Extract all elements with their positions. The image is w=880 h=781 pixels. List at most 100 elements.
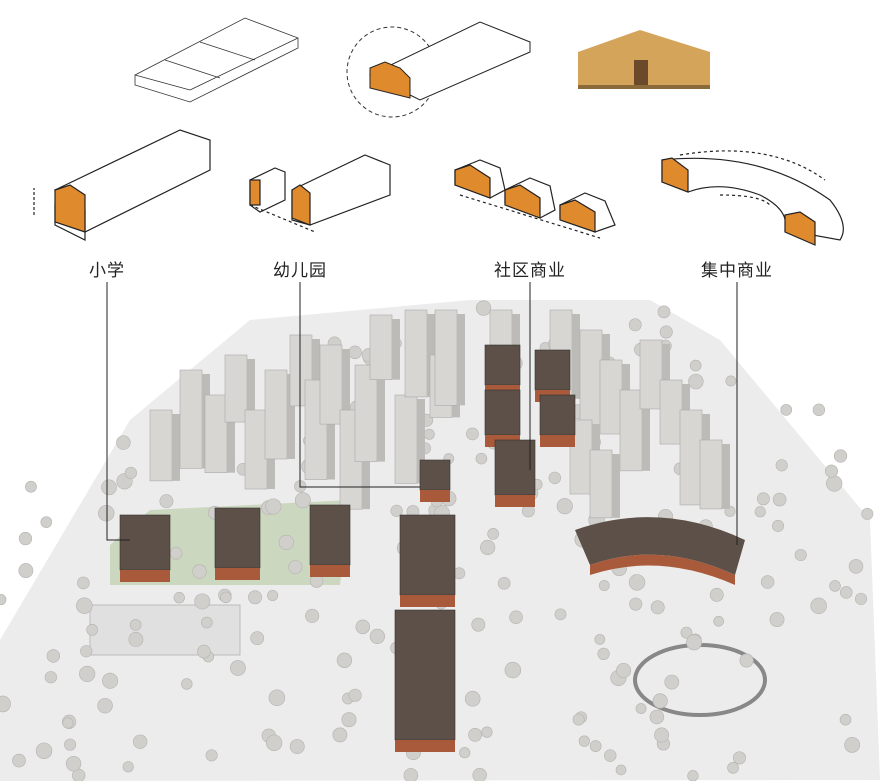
- tree: [97, 697, 113, 714]
- tree: [248, 590, 262, 605]
- residential-tower: [589, 449, 613, 519]
- tree: [0, 593, 7, 606]
- tree: [348, 688, 362, 702]
- tree: [597, 647, 610, 660]
- label-central-commerce: 集中商业: [701, 261, 773, 281]
- tree: [122, 761, 134, 773]
- residential-tower: [394, 394, 418, 484]
- residential-tower: [204, 394, 228, 473]
- shed-roof: [394, 609, 456, 741]
- tower-side: [247, 359, 255, 423]
- tree: [102, 672, 119, 689]
- tree: [341, 712, 357, 728]
- shed-roof: [494, 439, 536, 496]
- tree: [839, 586, 853, 599]
- tree: [604, 749, 617, 762]
- tower-side: [417, 399, 425, 484]
- tree: [40, 516, 53, 528]
- tree: [487, 528, 499, 540]
- residential-tower: [599, 359, 623, 435]
- tower-side: [612, 454, 620, 518]
- shed-roof: [534, 349, 571, 391]
- residential-tower: [244, 409, 268, 490]
- tree: [355, 619, 371, 635]
- tree: [652, 693, 668, 709]
- brick-facade: [495, 495, 535, 507]
- tree: [472, 767, 487, 781]
- tree: [769, 612, 785, 627]
- tree: [133, 734, 148, 749]
- tree: [65, 755, 82, 772]
- tree: [25, 480, 37, 493]
- shed-roof: [419, 459, 451, 491]
- tree: [709, 587, 724, 602]
- tree: [548, 471, 562, 485]
- tree: [181, 678, 193, 690]
- tree: [725, 375, 737, 387]
- tree: [468, 728, 483, 742]
- tree: [775, 459, 788, 472]
- type-primary-school: [33, 129, 211, 241]
- tree: [466, 427, 479, 441]
- tree: [44, 671, 57, 684]
- label-kindergarten: 幼儿园: [273, 261, 327, 281]
- tree: [369, 628, 385, 645]
- facade-photo: [578, 30, 710, 89]
- tree: [732, 751, 746, 765]
- tree: [336, 652, 353, 668]
- tree: [475, 300, 492, 316]
- tree: [504, 661, 522, 679]
- tree: [598, 580, 610, 592]
- tree: [727, 761, 739, 774]
- tree: [739, 653, 754, 668]
- tree: [197, 644, 211, 659]
- tree: [824, 464, 838, 478]
- brick-facade: [420, 490, 450, 502]
- tree: [848, 559, 864, 574]
- tree: [12, 753, 26, 768]
- residential-tower: [149, 409, 173, 482]
- tree: [689, 359, 702, 372]
- type-community-commerce: [454, 159, 616, 239]
- tree: [62, 717, 74, 729]
- section-shed: [368, 21, 531, 101]
- tower-side: [457, 314, 465, 406]
- tower-side: [312, 339, 320, 406]
- tree: [159, 494, 174, 509]
- tree: [35, 742, 53, 759]
- tree: [688, 373, 704, 390]
- tree: [480, 539, 496, 556]
- tree: [861, 507, 874, 520]
- brick-facade: [400, 595, 455, 607]
- residential-tower: [619, 389, 643, 472]
- residential-tower: [579, 329, 603, 427]
- tree: [266, 734, 283, 751]
- tower-side: [342, 349, 350, 425]
- tree: [497, 576, 511, 590]
- tree: [305, 608, 320, 623]
- tower-side: [572, 314, 580, 399]
- tree: [278, 534, 294, 551]
- tower-side: [392, 319, 400, 380]
- tree: [423, 428, 435, 440]
- tree: [654, 727, 670, 743]
- tree: [250, 631, 265, 646]
- tree: [686, 634, 702, 651]
- shed-roof: [484, 389, 521, 436]
- tree: [128, 632, 144, 647]
- brick-facade: [310, 565, 350, 577]
- tower-side: [172, 414, 180, 481]
- residential-tower: [369, 314, 393, 380]
- label-primary-school: 小学: [89, 261, 125, 281]
- tree: [833, 449, 848, 463]
- tree: [289, 739, 305, 754]
- tree: [201, 616, 213, 629]
- tree: [194, 593, 211, 610]
- tree: [772, 519, 785, 532]
- tree: [46, 649, 60, 663]
- tree: [86, 624, 99, 636]
- tower-side: [377, 369, 385, 462]
- residential-tower: [659, 379, 683, 445]
- leader-lines: [106, 282, 738, 545]
